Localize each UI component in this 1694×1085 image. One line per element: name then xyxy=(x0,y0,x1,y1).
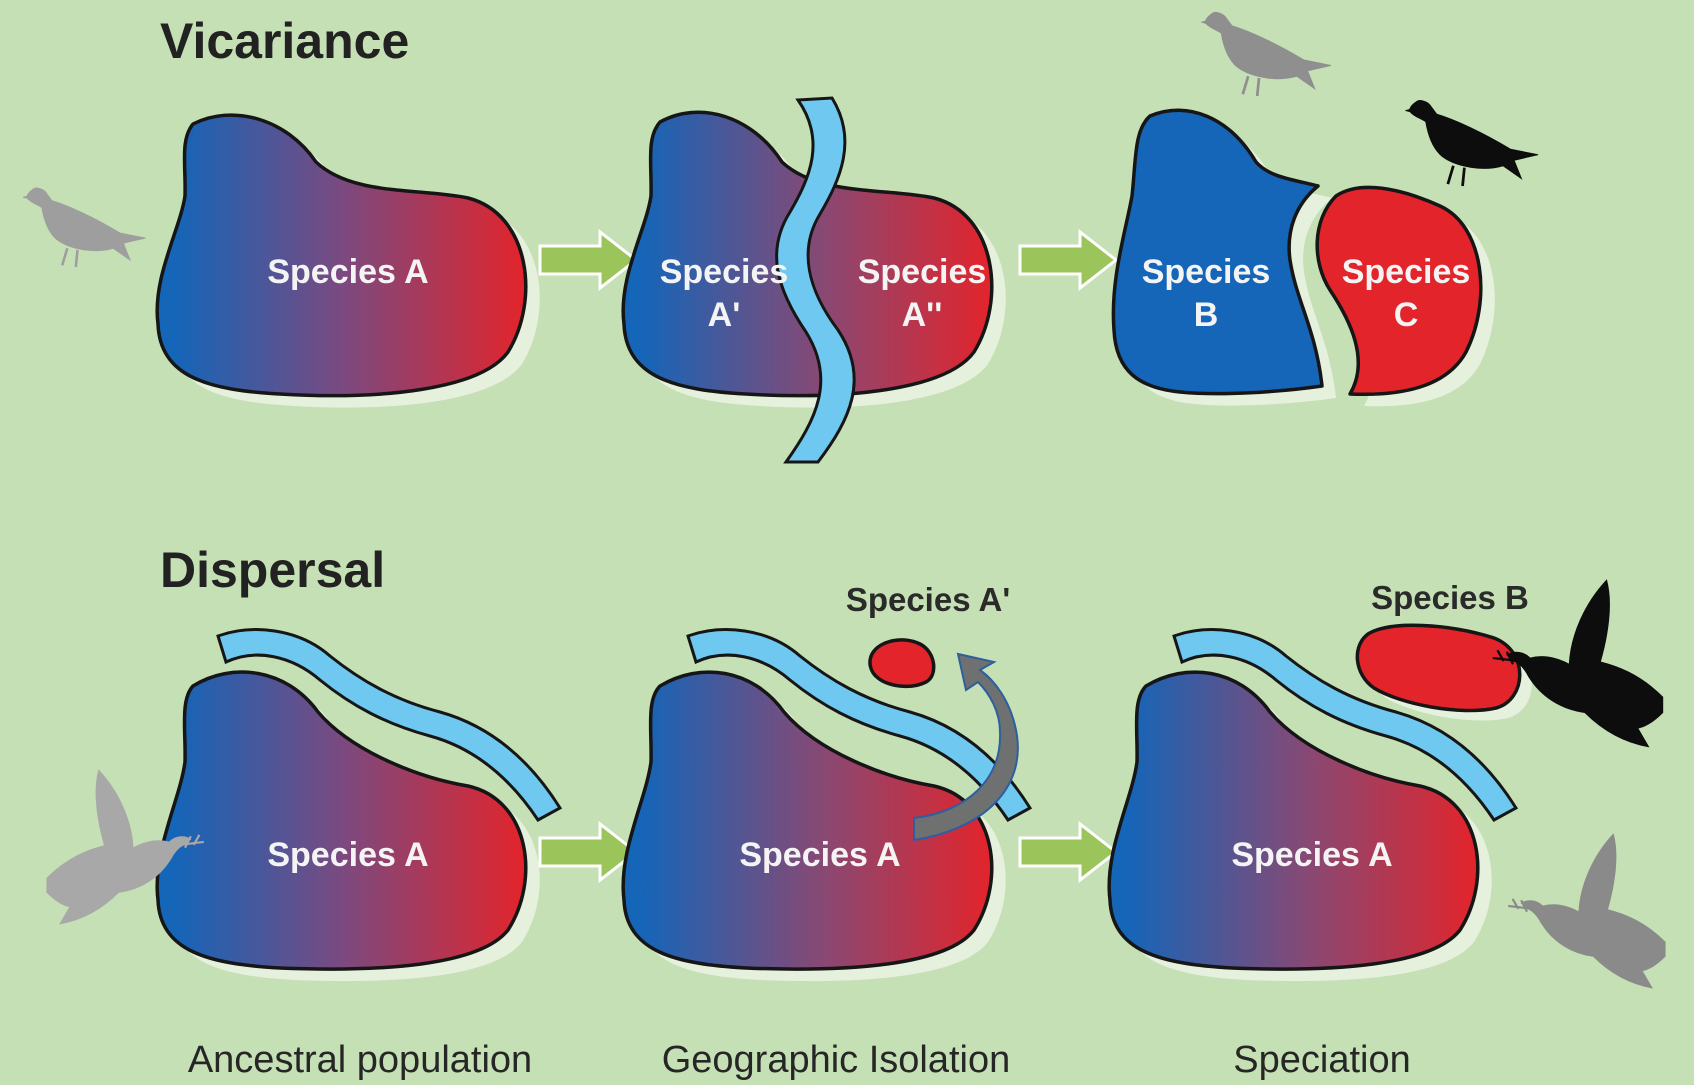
species-b-island-label: Species B xyxy=(1371,579,1529,616)
species-a-prime-island xyxy=(870,640,934,686)
right-arrow-icon xyxy=(1020,232,1116,288)
species-a-double-prime-label-1: Species xyxy=(858,253,987,291)
vicariance-species-a-label: Species A xyxy=(267,253,428,291)
dispersal-stage3-label: Species A xyxy=(1231,836,1392,874)
species-a-double-prime-label-2: A'' xyxy=(902,296,943,334)
caption-speciation: Speciation xyxy=(1233,1039,1410,1081)
species-a-prime-label-1: Species xyxy=(660,253,789,291)
right-arrow-icon xyxy=(540,232,636,288)
dispersal-stage2-label: Species A xyxy=(739,836,900,874)
species-a-prime-island-label: Species A' xyxy=(846,581,1010,618)
vicariance-heading: Vicariance xyxy=(160,13,409,69)
species-c-label-1: Species xyxy=(1342,253,1471,291)
dispersal-ancestral-blob xyxy=(157,672,540,981)
caption-geographic-isolation: Geographic Isolation xyxy=(662,1039,1011,1081)
right-arrow-icon xyxy=(540,824,636,880)
dispersal-stage1-label: Species A xyxy=(267,836,428,874)
species-b-label-2: B xyxy=(1194,296,1219,334)
species-b-label-1: Species xyxy=(1142,253,1271,291)
caption-ancestral-population: Ancestral population xyxy=(188,1039,532,1081)
pigeon-icon xyxy=(23,188,145,267)
species-a-prime-label-2: A' xyxy=(708,296,741,334)
right-arrow-icon xyxy=(1020,824,1116,880)
pigeon-icon xyxy=(1406,100,1538,186)
pigeon-icon xyxy=(1201,12,1331,96)
dispersal-heading: Dispersal xyxy=(160,542,385,598)
dispersal-speciation-mainland-blob xyxy=(1109,672,1492,981)
species-b-island xyxy=(1357,625,1531,720)
dove-icon xyxy=(1508,834,1665,988)
species-c-label-2: C xyxy=(1394,296,1419,334)
